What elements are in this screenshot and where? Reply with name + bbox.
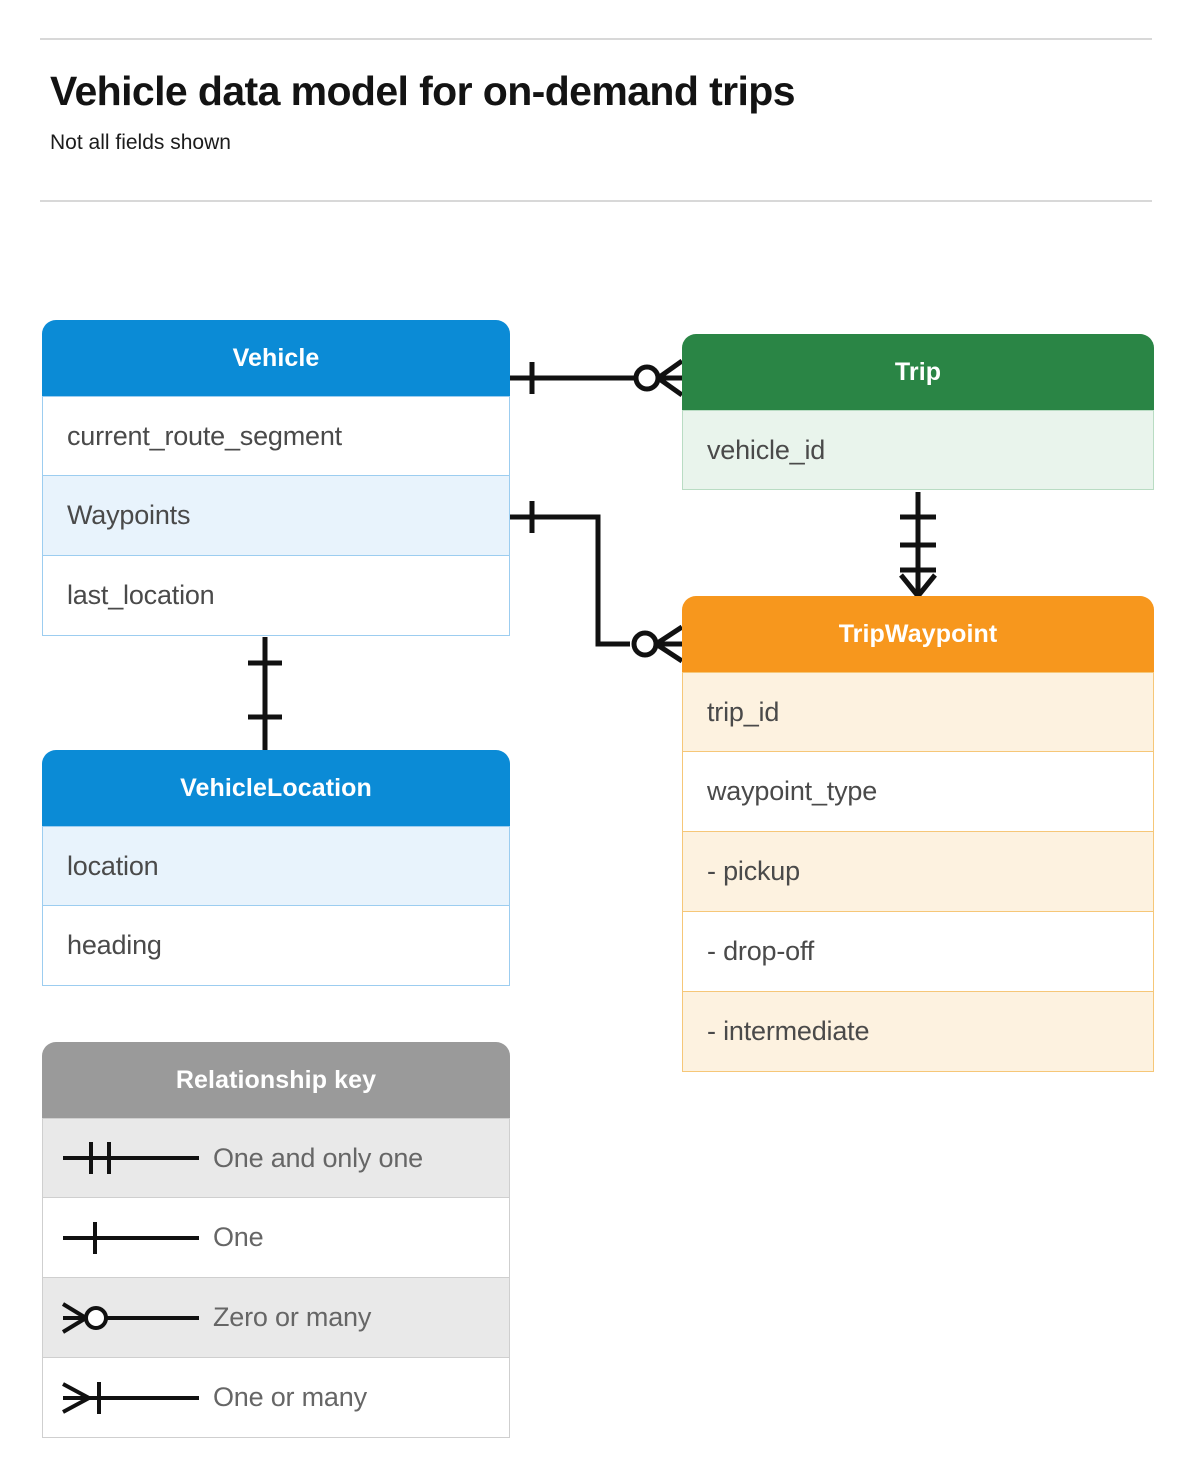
field-row[interactable]: waypoint_type — [682, 752, 1154, 832]
one-and-only-one-icon — [43, 1119, 213, 1197]
relationship-waypoints-to-tripwaypoint — [510, 501, 684, 664]
zero-or-many-icon — [43, 1278, 213, 1357]
field-row[interactable]: Waypoints — [42, 476, 510, 556]
field-row[interactable]: current_route_segment — [42, 396, 510, 476]
relationship-key-legend: Relationship key One and only one — [42, 1042, 510, 1438]
entity-tripwaypoint-title: TripWaypoint — [682, 596, 1154, 672]
relationship-trip-to-tripwaypoint — [899, 492, 937, 598]
legend-row: One or many — [42, 1358, 510, 1438]
field-row[interactable]: - pickup — [682, 832, 1154, 912]
field-row[interactable]: trip_id — [682, 672, 1154, 752]
relationship-vehicle-to-vehiclelocation — [248, 637, 282, 750]
field-row[interactable]: vehicle_id — [682, 410, 1154, 490]
entity-vehiclelocation-title: VehicleLocation — [42, 750, 510, 826]
header-divider-bottom — [40, 200, 1152, 202]
entity-vehicle-fields: current_route_segment Waypoints last_loc… — [42, 396, 510, 636]
relationship-key-rows: One and only one One — [42, 1118, 510, 1438]
legend-label: Zero or many — [213, 1302, 372, 1332]
relationship-vehicle-to-trip — [510, 358, 684, 398]
entity-vehicle[interactable]: Vehicle current_route_segment Waypoints … — [42, 320, 510, 636]
entity-trip-fields: vehicle_id — [682, 410, 1154, 490]
field-row[interactable]: heading — [42, 906, 510, 986]
legend-row: One — [42, 1198, 510, 1278]
entity-vehiclelocation-fields: location heading — [42, 826, 510, 986]
field-row[interactable]: - drop-off — [682, 912, 1154, 992]
legend-label: One — [213, 1222, 264, 1252]
field-row[interactable]: last_location — [42, 556, 510, 636]
entity-vehicle-title: Vehicle — [42, 320, 510, 396]
header-divider-top — [40, 38, 1152, 40]
page-subtitle: Not all fields shown — [50, 131, 231, 154]
relationship-key-title: Relationship key — [42, 1042, 510, 1118]
legend-row: Zero or many — [42, 1278, 510, 1358]
entity-vehiclelocation[interactable]: VehicleLocation location heading — [42, 750, 510, 986]
legend-row: One and only one — [42, 1118, 510, 1198]
legend-label: One or many — [213, 1382, 367, 1412]
one-or-many-icon — [43, 1358, 213, 1437]
legend-label: One and only one — [213, 1142, 423, 1173]
entity-trip[interactable]: Trip vehicle_id — [682, 334, 1154, 490]
page-title: Vehicle data model for on-demand trips — [50, 68, 796, 114]
entity-tripwaypoint[interactable]: TripWaypoint trip_id waypoint_type - pic… — [682, 596, 1154, 1072]
field-row[interactable]: - intermediate — [682, 992, 1154, 1072]
one-icon — [43, 1198, 213, 1277]
field-row[interactable]: location — [42, 826, 510, 906]
entity-trip-title: Trip — [682, 334, 1154, 410]
entity-tripwaypoint-fields: trip_id waypoint_type - pickup - drop-of… — [682, 672, 1154, 1072]
